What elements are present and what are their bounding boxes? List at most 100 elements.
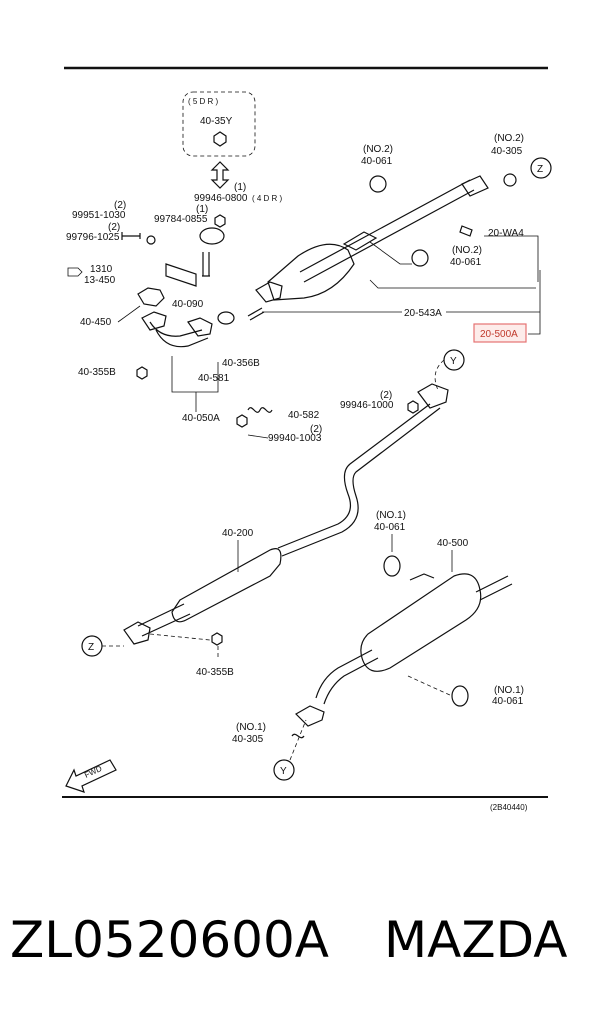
front-pipe-flange xyxy=(141,311,167,331)
label-40-305-top: 40-305 xyxy=(491,146,523,157)
leader-40-061-right xyxy=(407,675,453,697)
stud-20-543a xyxy=(247,307,265,321)
label-40-061-right-no: (NO.1) xyxy=(494,685,524,696)
label-99940-1003-qty: (2) xyxy=(310,424,322,435)
bolt-99796-1025 xyxy=(121,232,141,240)
five-door-label: ( 5 D R ) xyxy=(188,97,219,106)
sensor-20-wa4 xyxy=(459,225,473,237)
marker-z-top-label: Z xyxy=(537,164,543,175)
label-99796-1025-qty: (2) xyxy=(108,222,120,233)
stud-bolt xyxy=(202,252,210,277)
label-99784-0855-qty: (1) xyxy=(196,204,208,215)
label-40-35y: 40-35Y xyxy=(200,116,233,127)
rear-pipe-front xyxy=(315,649,379,705)
label-99951-1030-qty: (2) xyxy=(114,200,126,211)
label-99951-1030: 99951-1030 xyxy=(72,210,126,221)
hanger-40-061-right xyxy=(451,685,469,707)
hanger-40-061-top xyxy=(369,175,387,193)
label-99940-1003: 99940-1003 xyxy=(268,433,322,444)
leader-40-355b-bottom xyxy=(149,633,219,660)
label-40-355b-top: 40-355B xyxy=(78,367,116,378)
label-40-061-right: 40-061 xyxy=(492,696,524,707)
label-99796-1025: 99796-1025 xyxy=(66,232,120,243)
label-40-061-top-no: (NO.2) xyxy=(363,144,393,155)
leader-99940-1003 xyxy=(247,434,269,439)
muffler-40-200 xyxy=(171,548,282,623)
nut-99946-1000 xyxy=(407,400,419,414)
hanger-40-061-low xyxy=(383,555,401,577)
bracket-line-40-050a xyxy=(171,356,219,412)
catalytic-converter xyxy=(267,243,355,301)
label-99946-1000: 99946-1000 xyxy=(340,400,394,411)
marker-y-bottom xyxy=(273,759,295,781)
label-99946-1000-qty: (2) xyxy=(380,390,392,401)
heat-shield xyxy=(342,231,378,251)
washer-99951-1030 xyxy=(146,235,156,245)
label-40-500: 40-500 xyxy=(437,538,469,549)
part-number: ZL0520600A xyxy=(10,911,329,969)
fwd-arrow-icon: FWD xyxy=(65,759,117,793)
label-40-305-bot-no: (NO.1) xyxy=(236,722,266,733)
ref-1310-sub: 13-450 xyxy=(84,275,116,286)
flange-middle-front xyxy=(123,621,151,645)
label-40-355b-bottom: 40-355B xyxy=(196,667,234,678)
front-pipe xyxy=(149,321,209,348)
flange-40-450 xyxy=(137,287,165,307)
tail-pipe xyxy=(475,575,513,601)
brand-name: MAZDA xyxy=(384,911,568,969)
spring-40-305-top xyxy=(503,173,517,187)
label-40-061-mid-no: (NO.2) xyxy=(452,245,482,256)
nut-99946-0800 xyxy=(214,214,226,228)
marker-y-bottom-label: Y xyxy=(280,766,287,777)
label-40-305-bot: 40-305 xyxy=(232,734,264,745)
diagram-code: (2B40440) xyxy=(490,803,528,812)
double-arrow xyxy=(210,161,230,189)
flange-middle-pipe xyxy=(417,383,449,409)
marker-y-top-label: Y xyxy=(450,356,457,367)
nut-40-355b-bottom xyxy=(211,632,223,646)
label-99784-0855: 99784-0855 xyxy=(154,214,208,225)
converter-pipe-end xyxy=(461,175,489,197)
hanger-40-061-mid xyxy=(411,249,429,267)
gasket-ring-top xyxy=(199,227,225,245)
converter-flange xyxy=(255,281,283,303)
label-40-356b: 40-356B xyxy=(222,358,260,369)
label-four-door: ( 4 D R ) xyxy=(252,194,283,203)
leader-y-bottom xyxy=(289,719,307,761)
label-40-200: 40-200 xyxy=(222,528,254,539)
label-40-061-top: 40-061 xyxy=(361,156,393,167)
gasket-40-356b xyxy=(217,311,235,325)
bracket-40-090 xyxy=(165,263,197,287)
label-20-wa4: 20-WA4 xyxy=(488,228,524,239)
exhaust-system-diagram: ( 5 D R ) 40-35Y (1) 99946-0800 ( 4 D R … xyxy=(62,66,552,812)
muffler-bracket xyxy=(409,573,435,581)
middle-pipe xyxy=(277,403,441,557)
front-pipe-flange-end xyxy=(187,317,213,337)
ref-1310: 1310 xyxy=(90,264,113,275)
flange-rear-pipe xyxy=(295,705,325,727)
label-99946-0800-qty: (1) xyxy=(234,182,246,193)
label-40-581: 40-581 xyxy=(198,373,230,384)
label-40-450: 40-450 xyxy=(80,317,112,328)
label-40-050a: 40-050A xyxy=(182,413,220,424)
converter-pipe xyxy=(299,179,475,283)
nut-99940-1003 xyxy=(236,414,248,428)
label-40-061-mid: 40-061 xyxy=(450,257,482,268)
middle-pipe-front xyxy=(137,603,191,637)
nut-40-355b-top xyxy=(136,366,148,380)
nut-40-35y xyxy=(213,131,227,147)
label-40-305-top-no: (NO.2) xyxy=(494,133,524,144)
spring-40-305-bot xyxy=(291,733,305,739)
hanger-bracket-mid xyxy=(369,241,412,265)
label-40-582: 40-582 xyxy=(288,410,320,421)
marker-z-bottom-label: Z xyxy=(88,642,94,653)
footer: ZL0520600A MAZDA xyxy=(0,905,600,975)
spring-40-582 xyxy=(247,407,273,413)
label-99946-0800: 99946-0800 xyxy=(194,193,248,204)
label-40-061-low-no: (NO.1) xyxy=(376,510,406,521)
label-20-543a: 20-543A xyxy=(404,308,442,319)
marker-z-top xyxy=(530,157,552,179)
label-40-090: 40-090 xyxy=(172,299,204,310)
label-20-500a: 20-500A xyxy=(480,329,518,340)
label-40-061-low: 40-061 xyxy=(374,522,406,533)
